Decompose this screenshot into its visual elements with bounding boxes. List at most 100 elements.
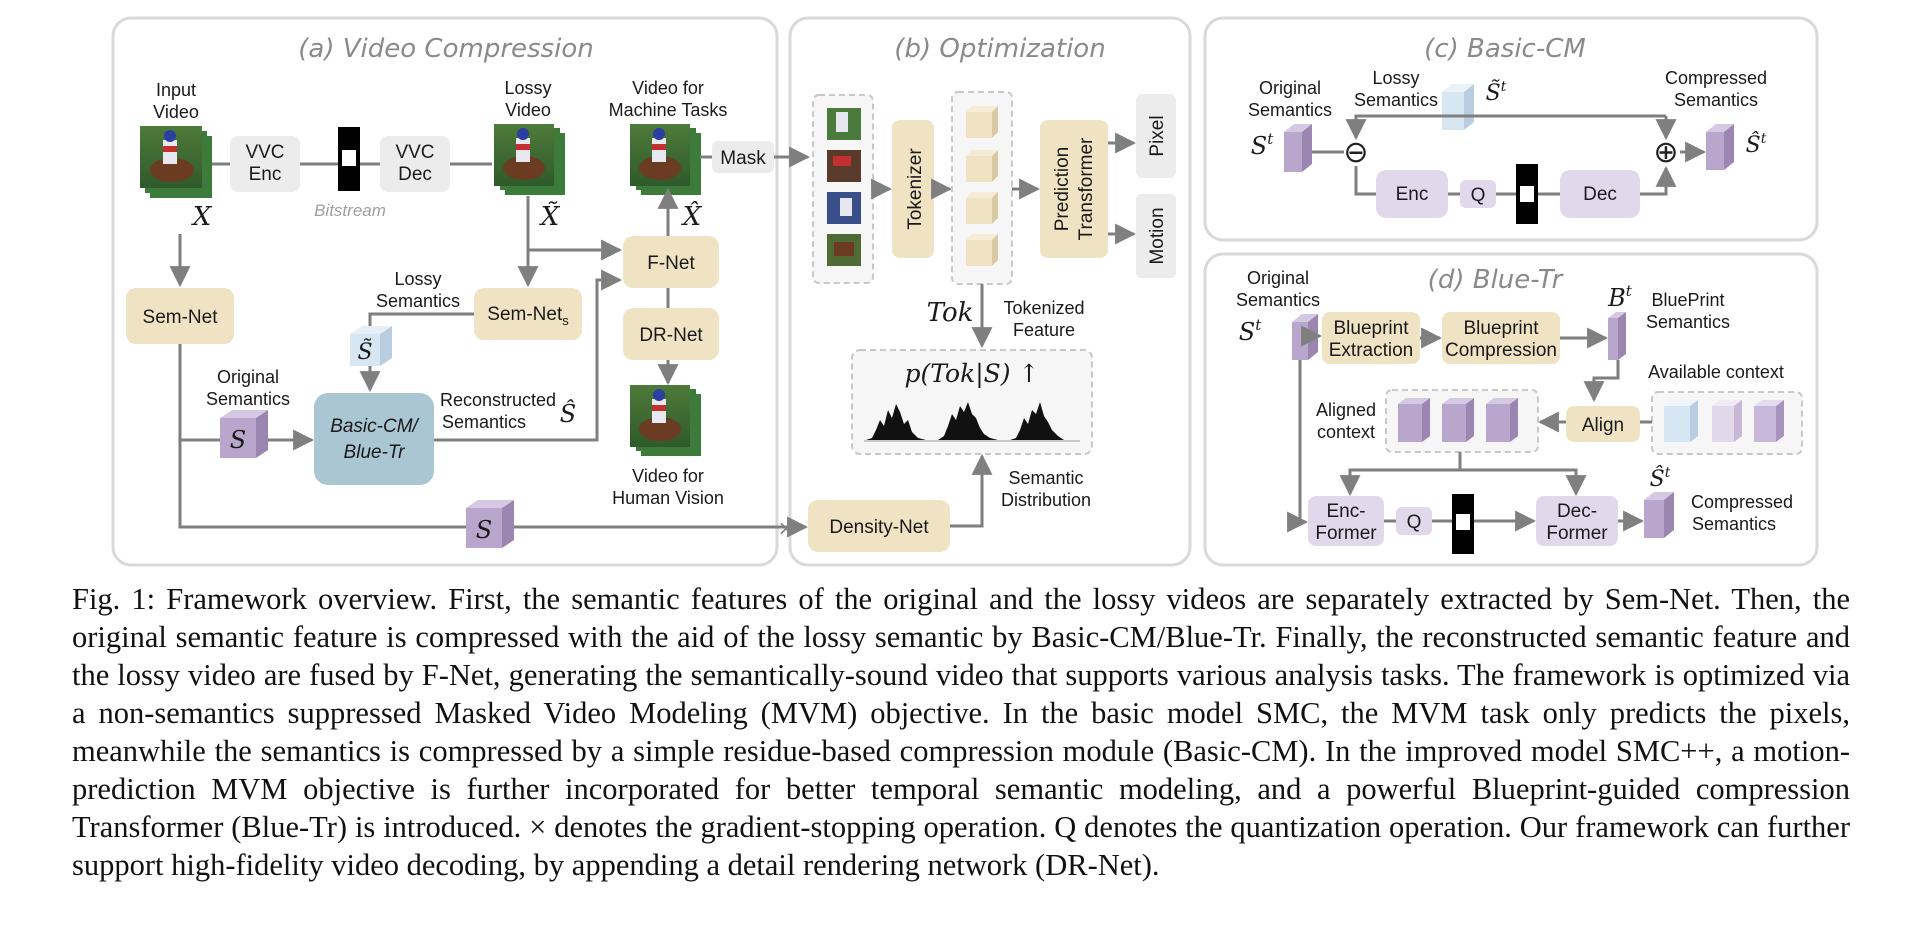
x-label: X	[191, 202, 213, 232]
c-q-box	[1460, 180, 1496, 208]
prediction-transformer-label-2: Transformer	[1076, 137, 1097, 240]
vvc-enc-label-1: VVC	[245, 142, 284, 163]
s-bottom-label: S	[476, 516, 492, 544]
s-hat-label: Ŝ	[560, 399, 576, 428]
c-s-tilde-t-label: S̃t	[1486, 79, 1507, 106]
available-context-cubes	[1664, 400, 1784, 442]
sem-net-box	[126, 288, 234, 344]
reconstructed-semantics-label-2: Semantics	[442, 412, 526, 432]
prediction-transformer-label-1: Prediction	[1052, 147, 1073, 232]
mask-label: Mask	[720, 148, 766, 169]
sem-net-s-label: Sem-Nets	[487, 304, 569, 328]
semantic-distribution-label-1: Semantic	[1008, 468, 1083, 488]
d-s-t-label: St	[1239, 316, 1262, 346]
tokenizer-box	[892, 120, 934, 258]
probability-label: p(Tok|S) ↑	[905, 359, 1040, 389]
enc-former-label-2: Former	[1315, 523, 1377, 544]
panel-c-title: (c) Basic-CM	[1424, 34, 1586, 64]
c-compressed-cube-icon	[1706, 124, 1734, 170]
aligned-context-cubes	[1398, 398, 1518, 442]
d-q-label: Q	[1407, 512, 1422, 533]
input-video-label-2: Video	[153, 102, 199, 122]
c-original-cube-icon	[1284, 124, 1312, 172]
original-semantics-label-2: Semantics	[206, 389, 290, 409]
human-video-thumbnail	[630, 385, 701, 456]
density-net-label: Density-Net	[829, 517, 929, 538]
panel-a-title: (a) Video Compression	[298, 34, 593, 64]
bitstream-label: Bitstream	[314, 201, 386, 220]
machine-video-thumbnail	[630, 124, 701, 195]
basic-cm-label-2: Blue-Tr	[344, 442, 406, 463]
s-bottom-cube-icon	[466, 500, 514, 548]
panel-b-title: (b) Optimization	[894, 34, 1105, 64]
d-q-box	[1396, 507, 1432, 535]
dec-former-label-1: Dec-	[1557, 501, 1597, 522]
d-original-semantics-label-2: Semantics	[1236, 290, 1320, 310]
c-enc-box	[1376, 170, 1448, 218]
video-machine-label-1: Video for	[632, 78, 704, 98]
s-cube-icon	[220, 410, 268, 458]
original-semantics-label-1: Original	[217, 367, 279, 387]
tokenizer-label: Tokenizer	[905, 148, 926, 230]
basic-cm-label-1: Basic-CM/	[330, 416, 419, 437]
framework-figure: (a) Video Compression (b) Optimization (…	[111, 16, 1819, 567]
blueprint-extraction-label-1: Blueprint	[1334, 318, 1410, 339]
b-t-label: Bt	[1607, 282, 1633, 312]
reconstructed-semantics-label-1: Reconstructed	[440, 390, 556, 410]
gradient-stop-cross: ×	[778, 516, 795, 540]
c-dec-box	[1560, 170, 1640, 218]
c-lossy-semantics-label-2: Semantics	[1354, 90, 1438, 110]
caption-text: Fig. 1: Framework overview. First, the s…	[72, 582, 1850, 882]
mask-box	[712, 141, 774, 173]
density-net-box	[808, 500, 950, 552]
token-cubes	[966, 106, 998, 266]
c-bitstream-icon	[1516, 164, 1538, 224]
c-s-t-label: St	[1251, 130, 1274, 160]
c-q-label: Q	[1471, 185, 1486, 206]
c-s-hat-t-label: Ŝt	[1746, 131, 1767, 158]
aligned-context-label-1: Aligned	[1316, 400, 1376, 420]
bitstream-icon	[338, 127, 360, 191]
f-net-label: F-Net	[647, 253, 695, 274]
enc-former-label-1: Enc-	[1326, 501, 1365, 522]
minus-circle-icon: ⊖	[1343, 135, 1368, 170]
masked-frame-patches	[827, 108, 861, 266]
vvc-enc-box	[230, 136, 300, 192]
sem-net-s-box	[474, 288, 582, 340]
lossy-video-thumbnail	[494, 124, 565, 195]
dr-net-label: DR-Net	[639, 325, 703, 346]
semantic-distribution-label-2: Distribution	[1001, 490, 1091, 510]
video-machine-label-2: Machine Tasks	[609, 100, 728, 120]
input-video-thumbnail	[140, 126, 212, 198]
plus-circle-icon: ⊕	[1653, 135, 1678, 170]
dec-former-box	[1536, 496, 1618, 546]
c-lossy-semantics-label-1: Lossy	[1372, 68, 1419, 88]
x-hat-label: X̂	[681, 201, 703, 232]
video-human-label-2: Human Vision	[612, 488, 724, 508]
c-compressed-semantics-label-1: Compressed	[1665, 68, 1767, 88]
blueprint-extraction-box	[1322, 312, 1420, 364]
lossy-semantics-label-1: Lossy	[394, 269, 441, 289]
lossy-semantics-label-2: Semantics	[376, 291, 460, 311]
blueprint-semantics-label-1: BluePrint	[1651, 290, 1724, 310]
lossy-video-label-2: Video	[505, 100, 551, 120]
dr-net-box	[623, 308, 719, 360]
tokenized-feature-label-1: Tokenized	[1003, 298, 1084, 318]
c-original-semantics-label-2: Semantics	[1248, 100, 1332, 120]
lossy-video-label-1: Lossy	[504, 78, 551, 98]
motion-box	[1136, 194, 1176, 278]
blueprint-compression-label-1: Blueprint	[1464, 318, 1540, 339]
vvc-dec-box	[380, 136, 450, 192]
c-dec-label: Dec	[1583, 184, 1617, 205]
pixel-box	[1136, 94, 1176, 178]
c-original-semantics-label-1: Original	[1259, 78, 1321, 98]
d-compressed-semantics-label-1: Compressed	[1691, 492, 1793, 512]
d-compressed-semantics-label-2: Semantics	[1692, 514, 1776, 534]
aligned-context-label-2: context	[1317, 422, 1375, 442]
vvc-enc-label-2: Enc	[249, 164, 282, 185]
histogram-icons	[866, 402, 1064, 440]
basic-cm-blue-tr-box	[314, 393, 434, 485]
s-tilde-cube-icon	[350, 326, 392, 366]
pixel-label: Pixel	[1147, 115, 1168, 156]
d-original-semantics-label-1: Original	[1247, 268, 1309, 288]
